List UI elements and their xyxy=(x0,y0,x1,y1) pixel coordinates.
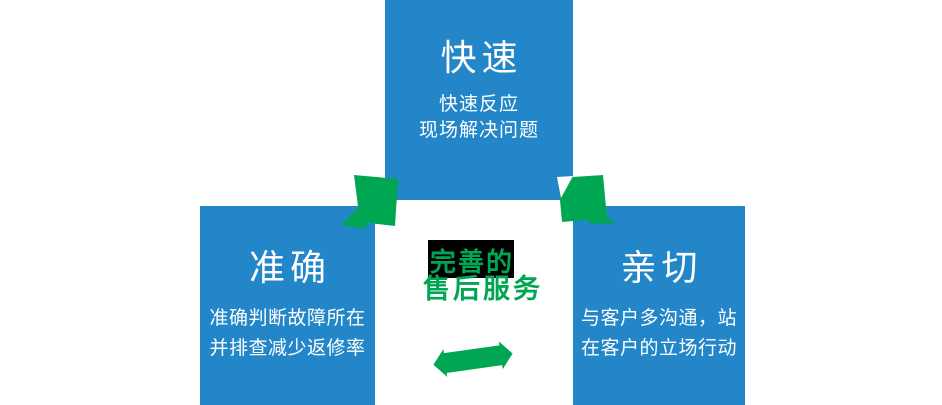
feature-desc-line: 准确判断故障所在 xyxy=(209,308,366,329)
feature-desc-line: 在客户的立场行动 xyxy=(580,338,737,359)
feature-title-fast: 快速 xyxy=(440,37,523,78)
feature-desc-line: 快速反应 xyxy=(438,94,519,115)
center-label-line2: 售后服务 xyxy=(423,274,543,304)
feature-desc-line: 与客户多沟通，站 xyxy=(580,308,737,329)
feature-box-fast: 快速 快速反应 现场解决问题 xyxy=(385,0,573,200)
arrow-down-right-icon xyxy=(557,175,615,224)
feature-desc-line: 并排查减少返修率 xyxy=(209,338,366,359)
center-label-highlight xyxy=(428,240,514,278)
feature-box-accurate: 准确 准确判断故障所在 并排查减少返修率 xyxy=(200,206,375,405)
feature-box-friendly: 亲切 与客户多沟通，站 在客户的立场行动 xyxy=(573,206,745,405)
feature-title-friendly: 亲切 xyxy=(620,247,703,288)
center-label-line1: 完善的 xyxy=(430,247,515,277)
feature-desc-line: 现场解决问题 xyxy=(418,120,539,141)
arrow-down-left-icon xyxy=(341,175,398,229)
feature-title-accurate: 准确 xyxy=(248,247,331,288)
arrow-left-right-icon xyxy=(433,341,513,377)
